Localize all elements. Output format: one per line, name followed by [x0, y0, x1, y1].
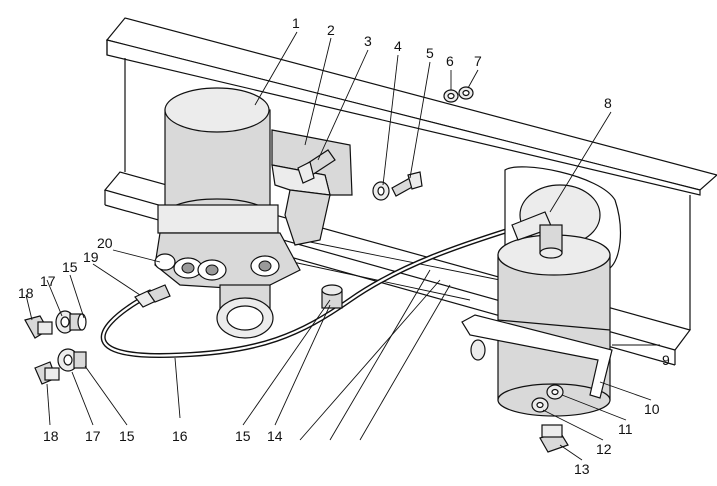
callout-19: 19 — [83, 249, 99, 265]
nut-7 — [458, 86, 474, 100]
callout-12: 12 — [596, 441, 612, 457]
bolt-3 — [297, 149, 336, 184]
callout-13: 13 — [574, 461, 590, 477]
callout-20: 20 — [97, 235, 113, 251]
callout-18-upper: 18 — [18, 285, 34, 301]
callout-15-upper-left: 15 — [62, 259, 78, 275]
washer-11 — [546, 384, 564, 400]
washer-6 — [443, 89, 459, 103]
elbow-fitting-8 — [511, 211, 563, 259]
callout-9: 9 — [662, 352, 670, 368]
callout-2: 2 — [327, 22, 335, 38]
callout-16: 16 — [172, 428, 188, 444]
fitting-19 — [134, 284, 171, 308]
elbow-lower-left — [34, 361, 60, 385]
washer-4 — [372, 181, 390, 201]
fitting-upper-left — [55, 310, 87, 334]
callout-15-lower-left: 15 — [119, 428, 135, 444]
air-dryer — [154, 87, 301, 339]
callout-10: 10 — [644, 401, 660, 417]
callout-7: 7 — [474, 53, 482, 69]
callout-17-lower: 17 — [85, 428, 101, 444]
air-pipe — [100, 222, 526, 359]
drain-plug-13 — [539, 424, 569, 453]
elbow-upper-left — [24, 315, 53, 339]
leader-lines — [25, 31, 660, 461]
callout-1: 1 — [292, 15, 300, 31]
plug-14 — [321, 284, 343, 309]
callout-11: 11 — [618, 421, 633, 437]
callout-6: 6 — [446, 53, 454, 69]
callout-3: 3 — [364, 33, 372, 49]
nut-12 — [531, 397, 549, 413]
callout-4: 4 — [394, 38, 402, 54]
fitting-lower-left — [57, 348, 87, 372]
callout-5: 5 — [426, 45, 434, 61]
callout-14: 14 — [267, 428, 283, 444]
callout-8: 8 — [604, 95, 612, 111]
bolt-5 — [391, 171, 423, 197]
receiver-strap — [461, 314, 613, 399]
callout-labels: 1 2 3 4 5 6 7 8 9 10 11 12 13 14 15 16 1… — [18, 15, 670, 477]
callout-15-center: 15 — [235, 428, 251, 444]
callout-17-upper: 17 — [40, 273, 56, 289]
callout-18-lower: 18 — [43, 428, 59, 444]
